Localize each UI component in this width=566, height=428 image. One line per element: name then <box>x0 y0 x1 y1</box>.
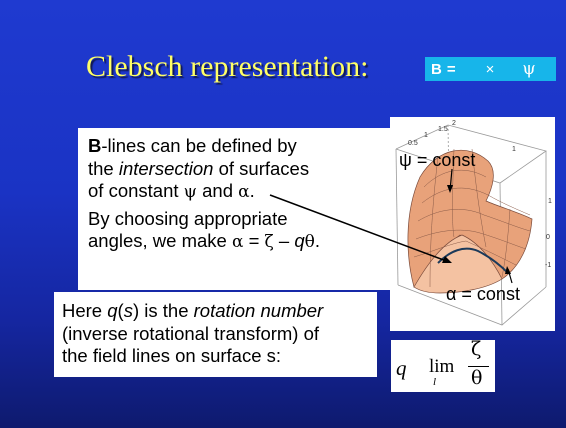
alpha-arrowhead <box>505 266 511 274</box>
tick-left-1: 1 <box>512 146 516 153</box>
surface-plot-graphic: 0.5 1 1.5 2 1 0 -1 1 <box>395 120 552 326</box>
definition-line-2-pre: the <box>88 157 119 179</box>
rotation-number-limit-formula: q lim l ζ θ <box>391 338 495 392</box>
minus-sign: – <box>273 230 295 252</box>
limit-numerator-zeta: ζ <box>471 338 482 360</box>
fraction-bar <box>468 366 489 367</box>
definition-line-3-pre: of constant <box>88 180 184 202</box>
q-of-s-q: q <box>107 300 118 321</box>
psi-symbol: ψ <box>183 182 197 203</box>
rotation-number-box: Here q(s) is the rotation number (invers… <box>54 292 377 377</box>
slide-title: Clebsch representation: <box>86 50 369 83</box>
tick-top-3: 1.5 <box>438 126 448 133</box>
definition-box: B-lines can be defined by the intersecti… <box>78 128 410 290</box>
limit-denominator-theta: θ <box>471 367 483 389</box>
theta-symbol: θ <box>304 232 315 253</box>
definition-paragraph-1: B-lines can be defined by the intersecti… <box>88 135 400 204</box>
surface-plot: 0.5 1 1.5 2 1 0 -1 1 ψ = const α = const <box>390 117 555 331</box>
tick-right-1: 1 <box>548 198 552 205</box>
q-symbol: q <box>294 230 305 252</box>
rotation-number-term: rotation number <box>193 300 324 321</box>
b-symbol: B <box>88 135 102 156</box>
note-line-1-mid: is the <box>139 300 194 321</box>
definition-line-5-end: . <box>314 230 321 252</box>
limit-subscript: l <box>433 376 437 388</box>
alpha-symbol: α <box>238 182 250 203</box>
definition-line-1: -lines can be defined by <box>101 135 297 156</box>
formula-psi: ψ <box>522 59 536 79</box>
paren-close: ) <box>132 300 140 321</box>
formula-times: × <box>485 60 495 78</box>
definition-line-4: By choosing appropriate <box>88 207 288 229</box>
definition-paragraph-2: By choosing appropriate angles, we make … <box>88 208 400 254</box>
note-line-3: the field lines on surface s: <box>62 345 282 367</box>
psi-arrowhead <box>447 185 453 193</box>
tick-top-4: 2 <box>452 120 456 127</box>
equals-sign: = <box>243 230 265 252</box>
rotation-number-text: Here q(s) is the rotation number (invers… <box>62 300 369 368</box>
tick-top-2: 1 <box>424 132 428 139</box>
limit-q: q <box>396 356 407 380</box>
definition-line-3-and: and <box>197 180 239 202</box>
psi-const-label: ψ = const <box>399 150 476 170</box>
note-line-1-pre: Here <box>62 300 108 321</box>
tick-right-3: -1 <box>545 262 551 269</box>
alpha-const-label: α = const <box>446 284 520 304</box>
zeta-symbol: ζ <box>264 232 274 253</box>
paren-open: ( <box>117 300 124 321</box>
formula-equals: = <box>446 60 456 78</box>
limit-operator: lim <box>429 356 455 377</box>
axis-ticks: 0.5 1 1.5 2 1 0 -1 1 <box>408 120 552 269</box>
definition-line-5-pre: angles, we make <box>88 230 232 252</box>
q-of-s-s: s <box>123 300 133 321</box>
intersection-word: intersection <box>118 157 214 179</box>
alpha-symbol-2: α <box>231 232 244 253</box>
definition-line-2-post: of surfaces <box>213 157 310 179</box>
clebsch-formula-box: B = × ψ <box>425 57 556 81</box>
formula-b: B <box>431 60 442 78</box>
note-line-2: (inverse rotational transform) of <box>62 322 320 344</box>
definition-line-3-end: . <box>249 180 255 202</box>
tick-top-1: 0.5 <box>408 140 418 147</box>
tick-right-2: 0 <box>546 234 550 241</box>
